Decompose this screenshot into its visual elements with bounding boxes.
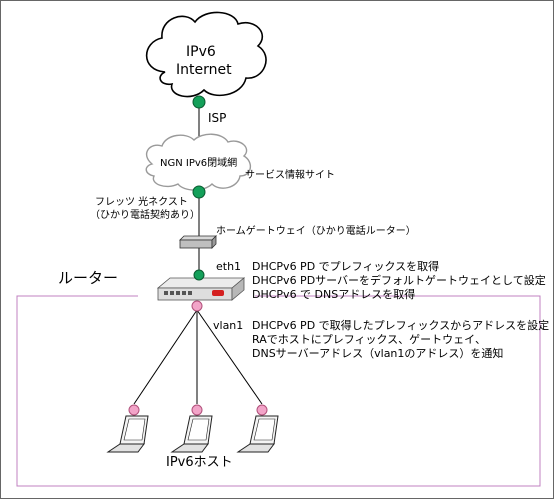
home-gateway-device bbox=[179, 235, 217, 249]
host1-link bbox=[133, 309, 198, 405]
service-site-label: サービス情報サイト bbox=[245, 170, 335, 181]
vlan1-note-3: DNSサーバーアドレス（vlan1のアドレス）を通知 bbox=[252, 347, 504, 360]
ngn-label: NGN IPv6閉域網 bbox=[160, 158, 238, 169]
internet-label-line2: Internet bbox=[176, 62, 232, 78]
flets-label-line2: （ひかり電話契約あり） bbox=[90, 210, 200, 221]
eth1-note-2: DHCPv6 PDサーバーをデフォルトゲートウェイとして設定 bbox=[252, 274, 546, 287]
host-laptop-3 bbox=[236, 415, 279, 453]
internet-label-line1: IPv6 bbox=[186, 44, 216, 60]
host-laptop-1 bbox=[106, 415, 149, 453]
eth1-label: eth1 bbox=[216, 260, 242, 273]
eth1-node bbox=[193, 269, 205, 281]
vlan1-note-2: RAでホストにプレフィックス、ゲートウェイ、 bbox=[252, 333, 486, 346]
internet-cloud bbox=[145, 11, 267, 98]
host2-node bbox=[191, 404, 203, 416]
eth1-note-1: DHCPv6 PD でプレフィックスを取得 bbox=[252, 260, 440, 273]
router-title: ルーター bbox=[58, 269, 119, 287]
vlan1-label: vlan1 bbox=[213, 319, 244, 332]
host3-link bbox=[196, 309, 263, 405]
host-laptop-2 bbox=[170, 415, 213, 453]
router-device bbox=[156, 277, 246, 301]
isp-label: ISP bbox=[208, 111, 227, 125]
internet-node bbox=[192, 95, 206, 109]
host1-node bbox=[128, 404, 140, 416]
vlan1-node bbox=[191, 300, 203, 312]
eth1-note-3: DHCPv6 で DNSアドレスを取得 bbox=[252, 288, 416, 301]
ngn-node bbox=[192, 185, 206, 199]
host3-node bbox=[256, 404, 268, 416]
hosts-label: IPv6ホスト bbox=[166, 455, 233, 470]
home-gateway-label: ホームゲートウェイ（ひかり電話ルーター） bbox=[216, 226, 416, 237]
router-boundary bbox=[16, 295, 541, 487]
ngn-cloud bbox=[145, 133, 251, 191]
vlan1-note-1: DHCPv6 PD で取得したプレフィックスからアドレスを設定 bbox=[252, 319, 550, 332]
flets-label-line1: フレッツ 光ネクスト bbox=[95, 197, 188, 208]
